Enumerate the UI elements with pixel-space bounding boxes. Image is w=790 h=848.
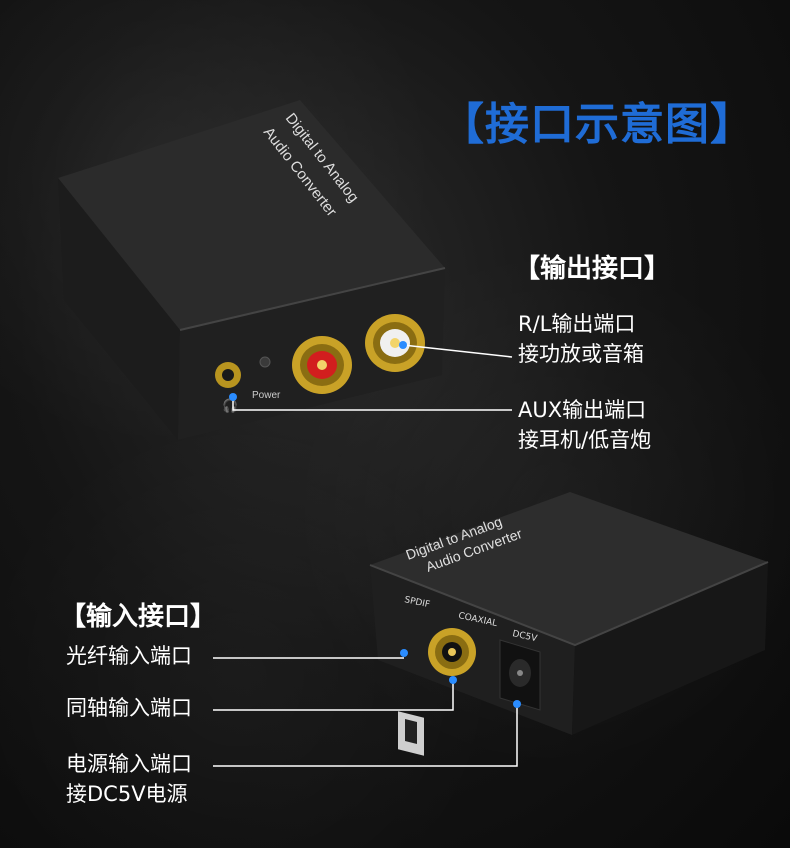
aux-output-label: AUX输出端口 [518, 398, 647, 422]
power-label: Power [252, 390, 281, 401]
top-device-top-face [58, 100, 445, 330]
rca-red-jack [292, 336, 352, 394]
rca-white-jack [365, 314, 425, 372]
rl-callout-dot [399, 341, 407, 349]
optical-input-label: 光纤输入端口 [66, 644, 192, 668]
headphone-icon: 🎧 [222, 398, 238, 414]
coaxial-input-label: 同轴输入端口 [66, 696, 192, 720]
rl-output-label: R/L输出端口 [518, 312, 636, 336]
dc-power-port [499, 639, 541, 711]
top-device-side-face [58, 178, 180, 440]
aux-callout-dot [229, 393, 237, 401]
bottom-device-top-face [370, 492, 768, 645]
bottom-device-side-face [572, 562, 768, 735]
output-section-heading: 【输出接口】 [514, 254, 671, 284]
coaxial-callout-dot [449, 676, 457, 684]
rl-output-desc: 接功放或音箱 [518, 342, 644, 366]
dc-callout-dot [513, 700, 521, 708]
top-converter-device: Digital to Analog Audio Converter 🎧 Powe… [58, 100, 513, 440]
power-input-label: 电源输入端口 [66, 752, 192, 776]
power-led [259, 356, 271, 368]
coaxial-port [428, 628, 476, 676]
input-section-heading: 【输入接口】 [60, 602, 217, 632]
aux-output-desc: 接耳机/低音炮 [518, 428, 652, 452]
page-title: 【接口示意图】 [440, 99, 755, 150]
power-input-desc: 接DC5V电源 [66, 782, 188, 806]
bottom-converter-device: Digital to Analog Audio Converter SPDIF … [213, 492, 769, 767]
optical-callout-dot [400, 649, 408, 657]
